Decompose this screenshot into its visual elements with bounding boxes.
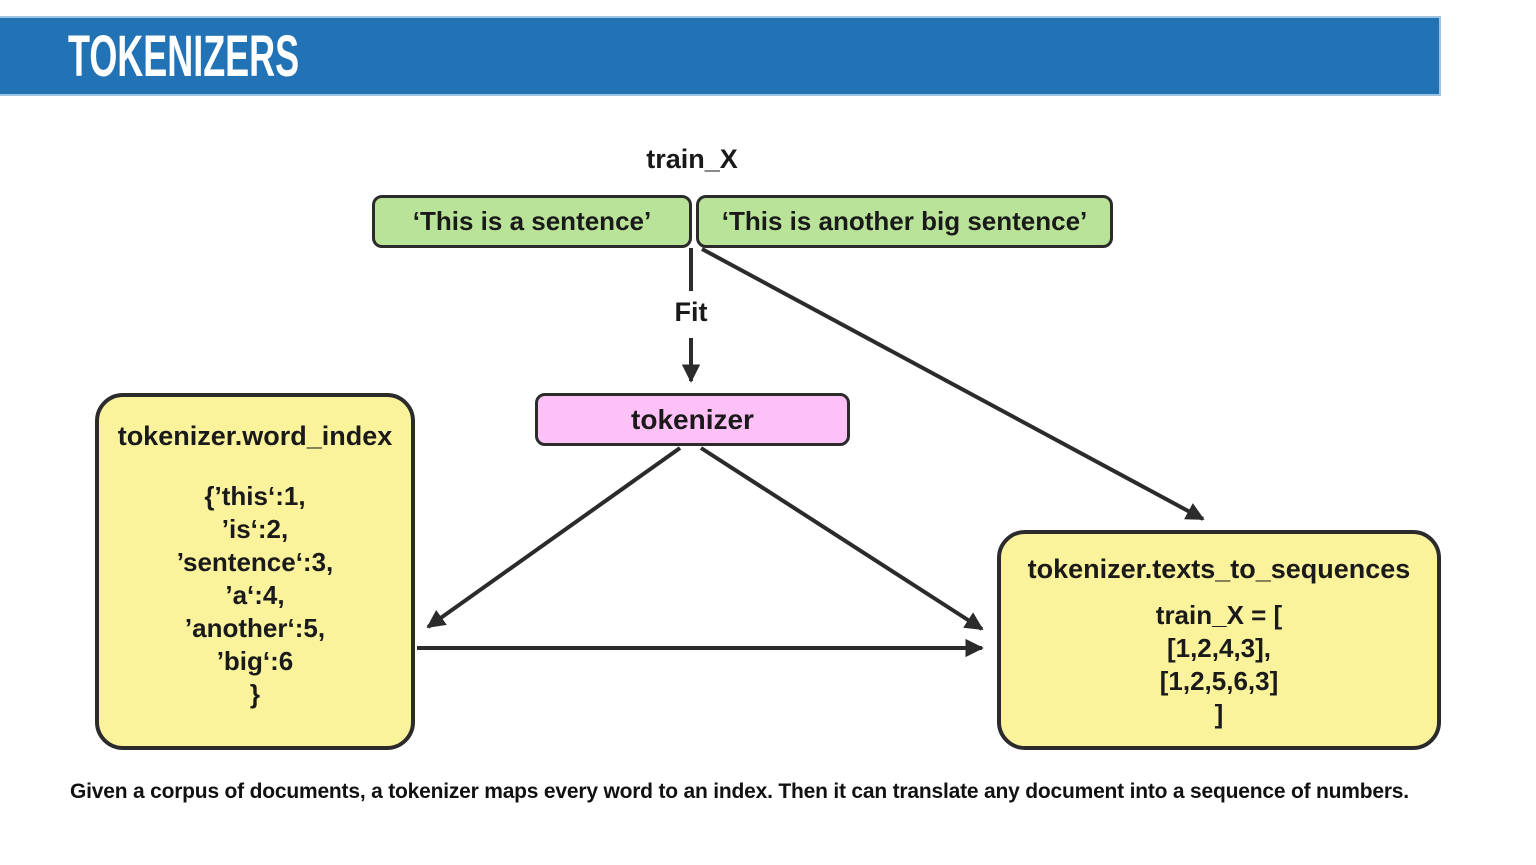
word-index-line: ’a‘:4, [225, 580, 285, 610]
tokenizer-box-label: tokenizer [631, 403, 754, 435]
sentence-box-1: ‘This is a sentence’ [372, 195, 692, 248]
tokenizer-box: tokenizer [535, 393, 850, 446]
tokenizer-to-word-index-arrow [426, 446, 682, 629]
word-index-line: ’another‘:5, [184, 613, 326, 643]
train-x-label: train_X [646, 144, 738, 174]
corpus-to-sequences-arrow [701, 247, 1205, 521]
sequences-line: train_X = [ [1155, 600, 1283, 630]
word-index-title: tokenizer.word_index [117, 421, 393, 451]
word-index-line: ’big‘:6 [216, 646, 294, 676]
sentence-1-text: ‘This is a sentence’ [412, 206, 652, 236]
sentence-2-text: ‘This is another big sentence’ [721, 206, 1088, 236]
word-index-line: ’sentence‘:3, [176, 547, 334, 577]
word-index-line: {’this‘:1, [204, 481, 306, 511]
texts-to-sequences-box: tokenizer.texts_to_sequences train_X = [… [997, 530, 1441, 750]
texts-to-sequences-title: tokenizer.texts_to_sequences [1027, 554, 1411, 584]
sequences-line: ] [1214, 699, 1224, 729]
sequences-line: [1,2,4,3], [1166, 633, 1272, 663]
word-index-box: tokenizer.word_index {’this‘:1, ’is‘:2, … [95, 393, 415, 750]
tokenizer-to-sequences-arrow [699, 446, 984, 631]
word-index-line: ’is‘:2, [221, 514, 289, 544]
sequences-line: [1,2,5,6,3] [1159, 666, 1279, 696]
texts-to-sequences-content: train_X = [ [1,2,4,3], [1,2,5,6,3] ] [1156, 599, 1282, 731]
caption-text: Given a corpus of documents, a tokenizer… [70, 780, 1409, 803]
header-bar: TOKENIZERS [0, 16, 1441, 96]
page-title: TOKENIZERS [68, 23, 300, 89]
word-index-line: } [249, 679, 261, 709]
sentence-box-2: ‘This is another big sentence’ [696, 195, 1113, 248]
fit-label: Fit [674, 297, 708, 327]
word-index-content: {’this‘:1, ’is‘:2, ’sentence‘:3, ’a‘:4, … [177, 480, 334, 711]
